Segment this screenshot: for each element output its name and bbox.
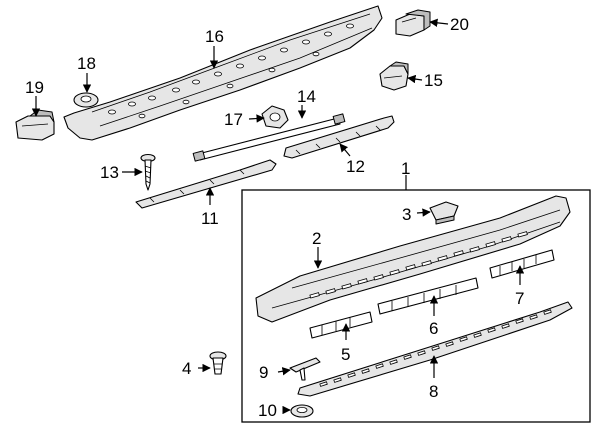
callout-4: 4 xyxy=(182,359,191,378)
part-3-pad xyxy=(429,201,459,225)
callout-15: 15 xyxy=(424,71,443,90)
part-2-running-board xyxy=(255,195,571,323)
part-9-clip xyxy=(289,357,321,381)
callout-labels: 1 2 3 4 5 6 7 8 9 10 11 12 13 14 15 16 1… xyxy=(25,15,524,420)
assembly-1-frame xyxy=(241,189,591,423)
callout-11: 11 xyxy=(201,209,219,228)
part-14-strip xyxy=(192,113,346,162)
callout-10: 10 xyxy=(258,401,277,420)
callout-18: 18 xyxy=(77,54,96,73)
callout-9: 9 xyxy=(259,363,268,382)
part-5-step-pad xyxy=(309,311,373,339)
board-slots xyxy=(309,231,528,299)
part-4-push-clip xyxy=(209,351,227,375)
part-10-grommet xyxy=(290,404,314,418)
part-6-step-pad xyxy=(377,277,479,315)
callout-2: 2 xyxy=(312,229,321,248)
callout-5: 5 xyxy=(341,345,350,364)
rail-holes xyxy=(108,23,354,119)
part-16-rail xyxy=(63,5,383,141)
part-8-strip xyxy=(297,301,573,397)
part-13-screw xyxy=(140,153,156,191)
callout-8: 8 xyxy=(429,382,438,401)
part-15-clip xyxy=(379,61,409,91)
callout-6: 6 xyxy=(429,319,438,338)
part-7-step-pad xyxy=(489,249,555,279)
callout-13: 13 xyxy=(100,163,119,182)
part-12-strip xyxy=(283,115,395,159)
leader-lines xyxy=(31,18,525,415)
part-11-strip xyxy=(135,159,277,209)
part-19-clip xyxy=(15,109,55,141)
callout-16: 16 xyxy=(205,27,224,46)
callout-14: 14 xyxy=(297,87,316,106)
part-17-nut xyxy=(261,105,289,129)
callout-1: 1 xyxy=(401,159,410,178)
callout-20: 20 xyxy=(450,15,469,34)
callout-17: 17 xyxy=(224,110,243,129)
part-20-clip xyxy=(395,9,431,37)
part-18-grommet xyxy=(73,92,99,108)
callout-3: 3 xyxy=(402,205,411,224)
callout-7: 7 xyxy=(515,289,524,308)
strip-slots xyxy=(319,309,552,387)
callout-19: 19 xyxy=(25,78,44,97)
callout-12: 12 xyxy=(346,157,365,176)
